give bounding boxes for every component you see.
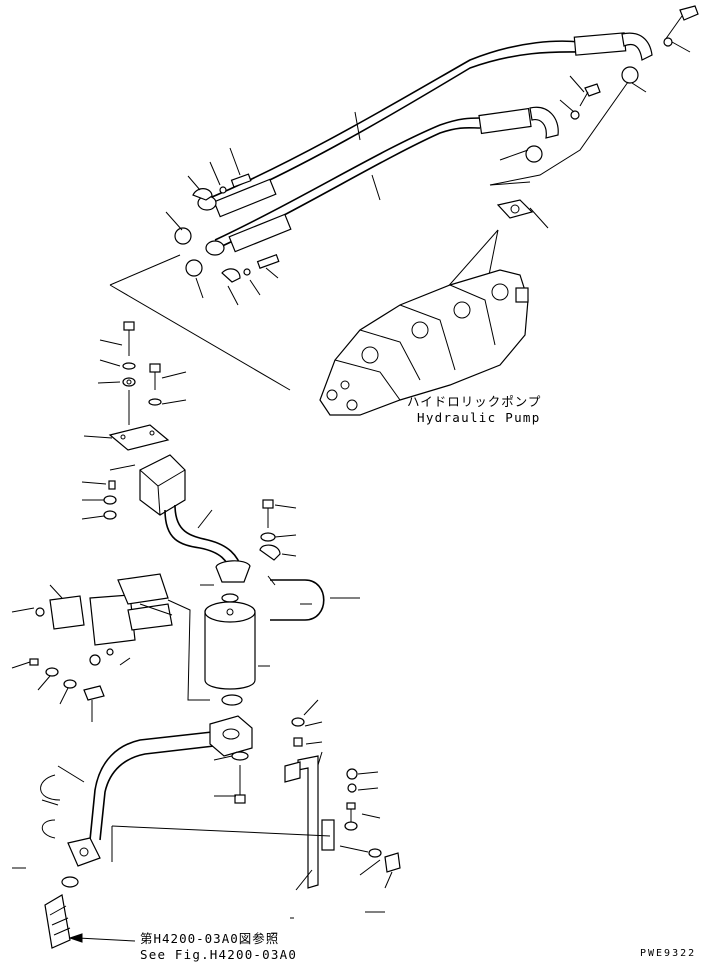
upper-hose-assembly (109, 5, 699, 391)
lower-pipe-group (12, 699, 401, 949)
pump-label-en: Hydraulic Pump (417, 410, 541, 425)
hydraulic-pump (319, 269, 529, 416)
figure-reference-jp: 第H4200-03A0図参照 (140, 931, 280, 946)
filter-group (11, 573, 360, 722)
figure-reference-en: See Fig.H4200-03A0 (140, 947, 298, 962)
left-mounting-group (81, 321, 297, 603)
pump-label-jp: ハイドロリックポンプ (407, 394, 542, 409)
drawing-code: PWE9322 (640, 948, 697, 959)
